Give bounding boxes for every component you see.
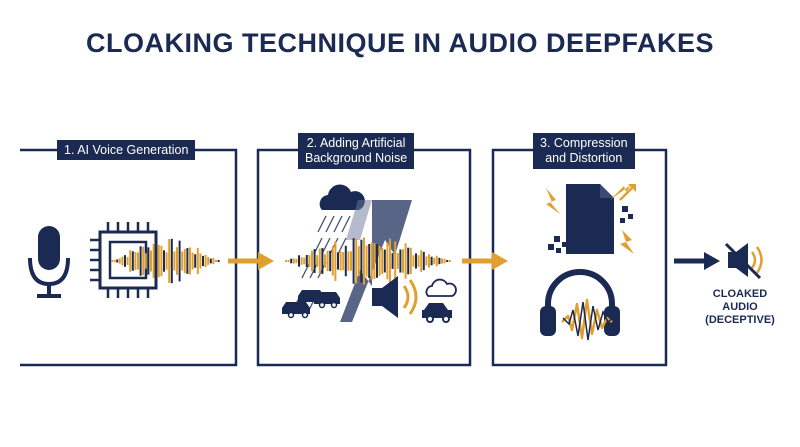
- car-icon: [422, 303, 452, 323]
- result-label-line1: CLOAKED: [712, 288, 768, 300]
- soundwave-icon: [285, 237, 451, 285]
- distorted-wave-line: [561, 298, 613, 340]
- stage-1-label-text: 1. AI Voice Generation: [64, 143, 189, 157]
- stage-3-frame: [491, 148, 668, 367]
- stage-2-label-line1: 2. Adding Artificial: [306, 136, 406, 150]
- ai-chip-icon: [90, 222, 158, 298]
- result-label-line3: (DECEPTIVE): [705, 314, 775, 326]
- stage-1-label: 1. AI Voice Generation: [57, 140, 196, 160]
- result-label: CLOAKED AUDIO (DECEPTIVE): [690, 288, 790, 327]
- microphone-icon: [28, 226, 70, 298]
- distorted-wave-icon: [561, 298, 614, 341]
- cloud-icon: [425, 278, 457, 297]
- lightning-icon: [546, 184, 634, 254]
- result-label-line2: AUDIO: [722, 301, 758, 313]
- headphones-icon: [540, 269, 620, 336]
- speaker-icon: [372, 276, 418, 318]
- distorted-wave-line: [562, 301, 614, 341]
- arrow-right-icon: [674, 252, 720, 270]
- arrow-up-right-icon: [619, 184, 636, 201]
- arrow-right-icon: [462, 252, 508, 270]
- stage-2-label-line2: Background Noise: [305, 151, 408, 165]
- stage-2-label: 2. Adding Artificial Background Noise: [298, 133, 415, 169]
- compressed-file-icon: [548, 184, 633, 254]
- soundwave-icon: [111, 238, 220, 284]
- page-title: CLOAKING TECHNIQUE IN AUDIO DEEPFAKES: [85, 28, 715, 58]
- stage-3-label: 3. Compression and Distortion: [533, 133, 635, 169]
- stage-3-label-line1: 3. Compression: [540, 136, 628, 150]
- stage-3-label-line2: and Distortion: [545, 151, 623, 165]
- muted-speaker-icon: [724, 242, 763, 280]
- traffic-cars-icon: [282, 290, 340, 319]
- arrow-right-icon: [228, 252, 274, 270]
